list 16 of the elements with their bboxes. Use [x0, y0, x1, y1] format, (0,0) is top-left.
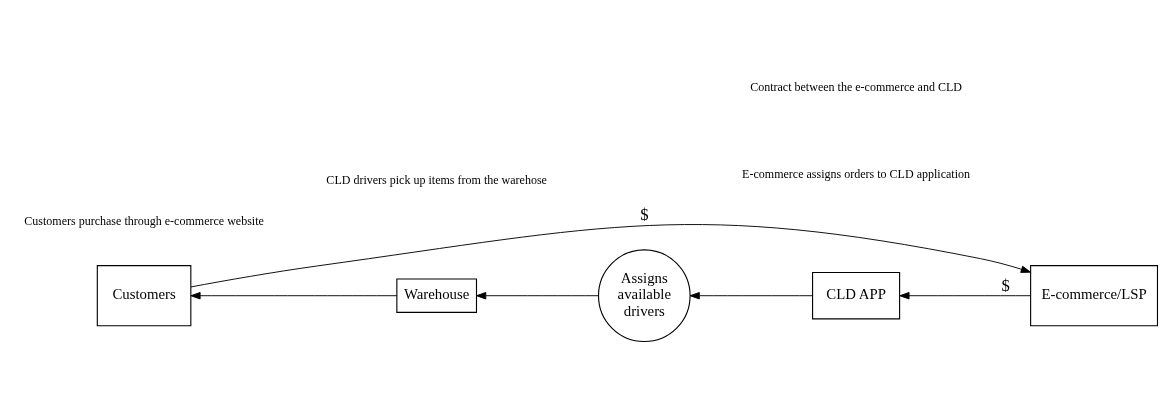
- node-circle: Assigns available drivers: [597, 249, 691, 343]
- label: CLD drivers pick up items from the warehose: [326, 173, 547, 188]
- node-box: Customers: [96, 265, 192, 327]
- arrow: [476, 292, 599, 300]
- label: E-commerce assigns orders to CLD application: [742, 166, 971, 181]
- label: Customers purchase through e-commerce website: [24, 213, 264, 228]
- edge-label: $: [640, 205, 649, 225]
- node-box: E-commerce/LSP: [1030, 265, 1159, 327]
- node-box: Warehouse: [396, 278, 478, 313]
- node-box: CLD APP: [812, 272, 901, 320]
- label: Contract between the e-commerce and CLD: [750, 79, 963, 94]
- arrow: [190, 224, 1031, 288]
- arrow: [190, 292, 398, 300]
- arrow: [689, 292, 813, 300]
- edge-label: $: [1001, 275, 1010, 295]
- arrow: [899, 292, 1031, 300]
